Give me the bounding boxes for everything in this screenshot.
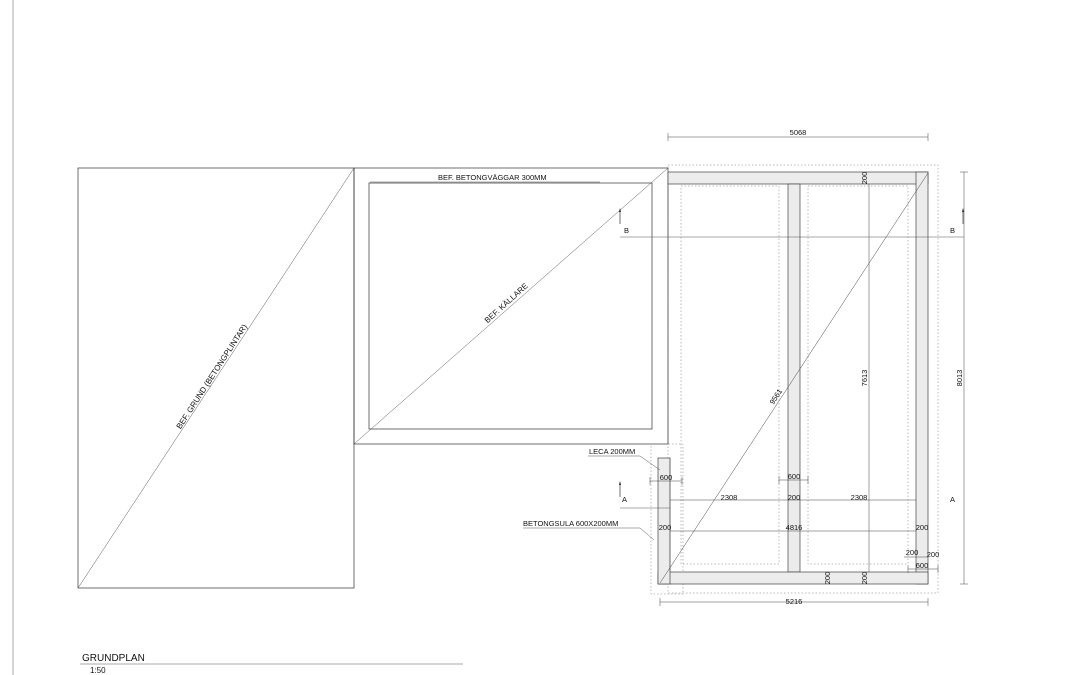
dim-leca-width: 600	[660, 473, 673, 482]
section-mark-b-left: B	[624, 226, 629, 235]
plan-title: GRUNDPLAN	[82, 653, 145, 664]
section-marks: B B A A	[619, 208, 964, 509]
plan-scale: 1:50	[90, 666, 106, 675]
footing-outline-outer	[667, 164, 939, 594]
leca-label: LECA 200MM	[589, 447, 635, 456]
leader-labels: LECA 200MM BETONGSULA 600X200MM	[523, 447, 661, 541]
betongsula-label: BETONGSULA 600X200MM	[523, 519, 618, 528]
footing-outline-inner-right	[807, 185, 909, 565]
dim-corner-200-a: 200	[906, 548, 919, 557]
section-mark-a-left: A	[622, 495, 627, 504]
top-wall	[667, 171, 929, 185]
bottom-wall	[657, 571, 929, 585]
foundation-diagonal	[77, 167, 355, 589]
dim-corner-200-b: 200	[927, 550, 940, 559]
dim-mid-wall-width: 600	[788, 472, 801, 481]
betongvaggar-label: BEF. BETONGVÄGGAR 300MM	[438, 173, 547, 182]
section-arrow-b-right	[962, 208, 964, 212]
dim-left-wall: 200	[659, 523, 672, 532]
section-arrow-b-left	[619, 208, 621, 212]
basement-diagonal	[353, 167, 669, 445]
dim-top-width: 5068	[790, 128, 807, 137]
dim-inner-width: 4816	[786, 523, 803, 532]
footing-outline-inner	[680, 185, 780, 565]
dim-inner-height: 7613	[860, 370, 869, 387]
dimension-lines: 5068 5216 8013 7613 200 2308 200 2308 20…	[649, 128, 968, 606]
section-mark-b-right: B	[950, 226, 955, 235]
dim-bottom-width: 5216	[786, 597, 803, 606]
dim-corner-600: 600	[916, 561, 929, 570]
basement-label: BEF. KÄLLARE	[483, 281, 530, 325]
existing-basement: BEF. BETONGVÄGGAR 300MM BEF. KÄLLARE	[353, 167, 669, 445]
basement-inner	[368, 182, 653, 430]
section-arrow-a-left	[619, 481, 621, 485]
section-mark-a-right: A	[950, 495, 955, 504]
existing-foundation: BEF. GRUND (BETONGPLINTAR)	[77, 167, 355, 589]
dim-right-wall: 200	[916, 523, 929, 532]
dim-right-height: 8013	[955, 370, 964, 387]
diagonal-dimension-line	[659, 172, 929, 584]
dim-room-right: 2308	[851, 493, 868, 502]
dim-room-left: 2308	[721, 493, 738, 502]
dim-mid-wall: 200	[788, 493, 801, 502]
dim-bottom-wall-right: 200	[860, 572, 869, 585]
dim-top-wall: 200	[860, 172, 869, 185]
new-foundation: 9561	[650, 164, 939, 595]
foundation-label: BEF. GRUND (BETONGPLINTAR)	[175, 322, 250, 430]
dim-bottom-wall-left: 200	[823, 572, 832, 585]
title-block: GRUNDPLAN 1:50	[80, 653, 463, 675]
